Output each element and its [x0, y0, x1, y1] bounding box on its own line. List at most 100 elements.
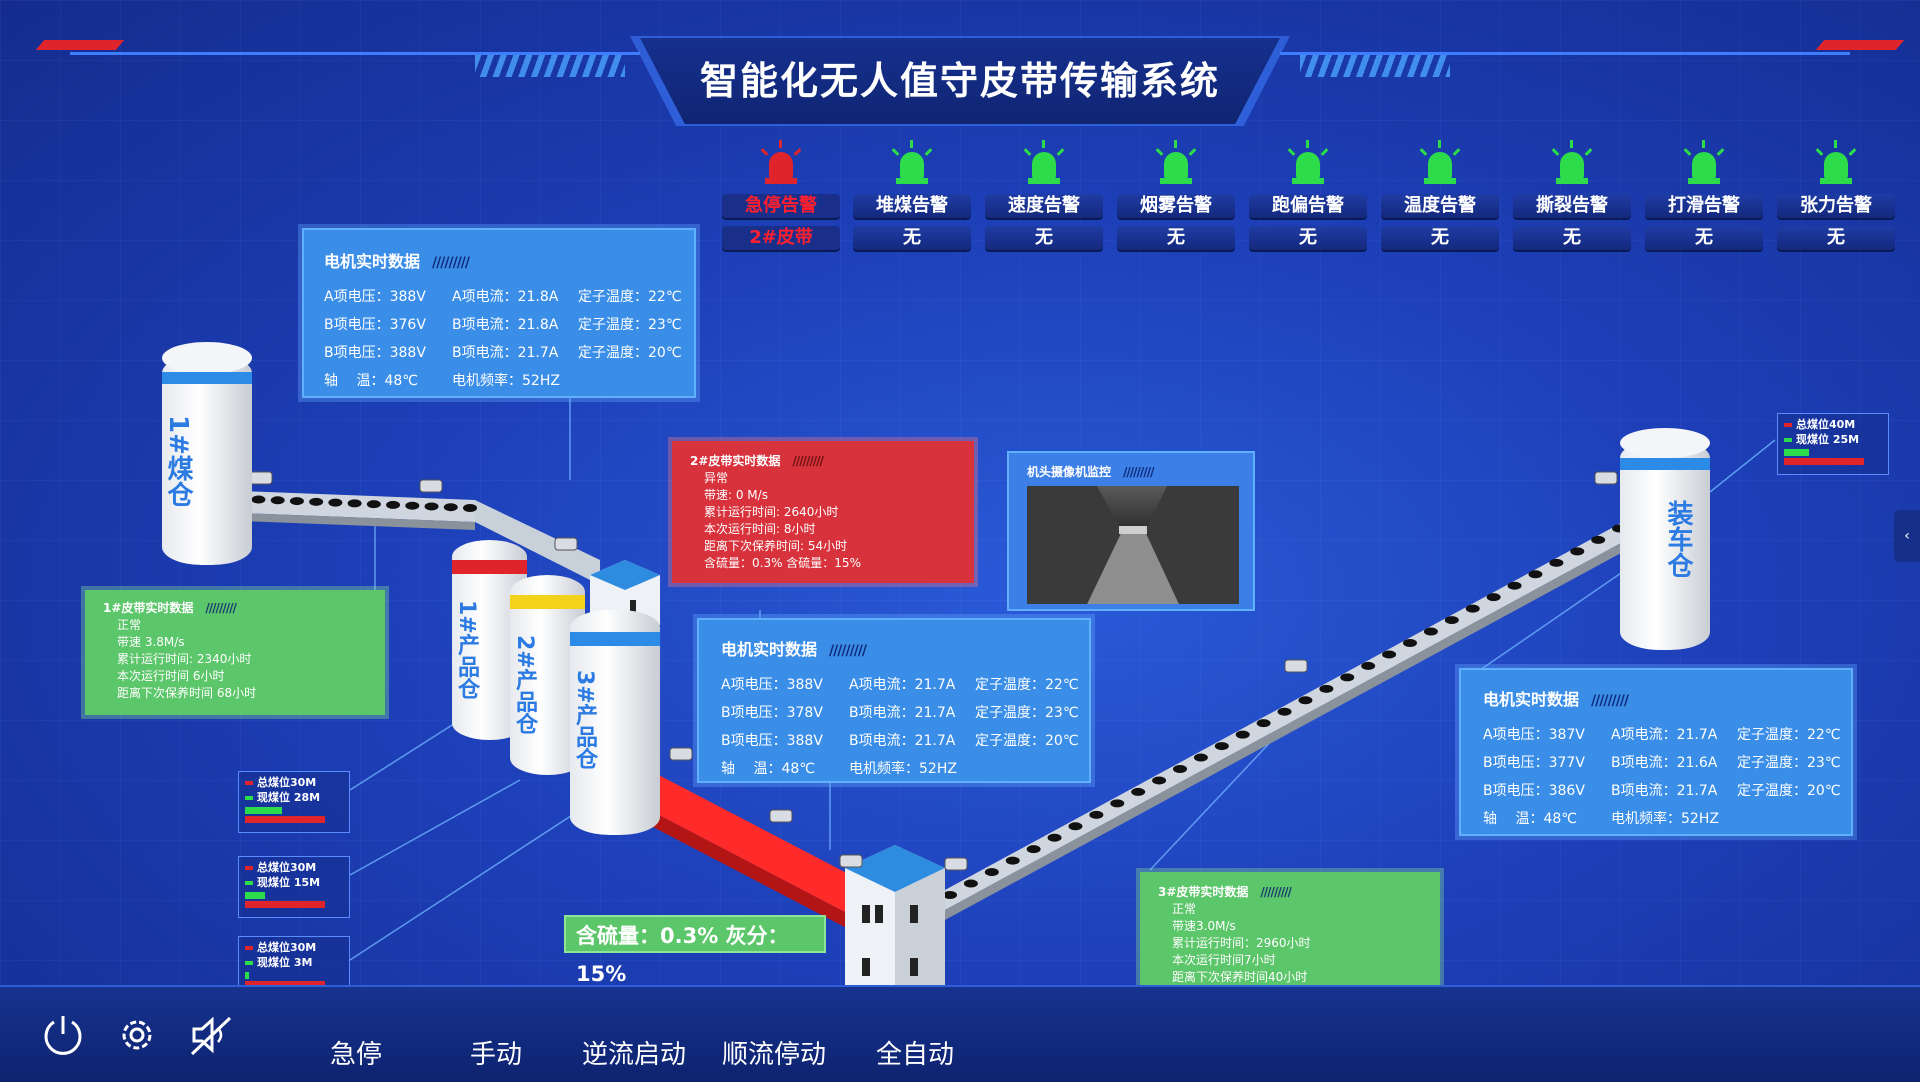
- level-total: 总煤位30M: [257, 941, 317, 954]
- belt-roller: [1444, 616, 1459, 625]
- panel-hash: /////////: [432, 255, 470, 271]
- alarm-5: 温度告警无: [1381, 140, 1499, 250]
- level-current-bar: [245, 807, 282, 814]
- level-current: 现煤位 25M: [1796, 433, 1860, 446]
- belt-roller: [347, 499, 362, 508]
- alarm-4: 跑偏告警无: [1249, 140, 1367, 250]
- belt-roller: [1465, 604, 1480, 613]
- mute-button[interactable]: [186, 1010, 236, 1060]
- motor-data-cell: B项电压：376V: [324, 317, 426, 333]
- motor-data-cell: 定子温度：22℃: [578, 289, 682, 305]
- header-left-line: [70, 52, 640, 55]
- alarm-value: 无: [1777, 226, 1895, 250]
- motor-data-cell: B项电压：377V: [1483, 755, 1585, 771]
- motor-data-cell: [1737, 808, 1847, 828]
- belt-data-line: 距离下次保养时间: 54小时: [704, 539, 848, 553]
- belt-roller: [1089, 810, 1104, 819]
- motor-data-cell: 轴 温：48℃: [721, 761, 815, 777]
- belt-roller: [1173, 765, 1187, 773]
- transfer-station: [845, 845, 945, 1012]
- manual-button[interactable]: 手动: [470, 1040, 523, 1070]
- power-button[interactable]: [38, 1010, 88, 1060]
- belt-roller: [405, 501, 420, 510]
- motor-data-cell: 定子温度：20℃: [1737, 783, 1841, 799]
- reverse-start-button[interactable]: 逆流启动: [582, 1040, 687, 1070]
- belt-roller: [963, 879, 978, 888]
- alarm-beacon-icon: [1814, 140, 1858, 190]
- motor-data-cell: 定子温度：23℃: [578, 317, 682, 333]
- alarm-1: 堆煤告警无: [853, 140, 971, 250]
- belt-roller: [1361, 661, 1376, 670]
- motor-data-cell: [578, 370, 688, 390]
- alarm-beacon-icon: [1022, 140, 1066, 190]
- alarm-label: 跑偏告警: [1249, 194, 1367, 218]
- header-left-stripe: [475, 55, 625, 77]
- belt-roller: [1110, 799, 1125, 808]
- alarm-value: 2#皮带: [722, 226, 840, 250]
- belt-data-line: 含硫量：0.3% 含硫量：15%: [704, 556, 861, 570]
- belt-2: [630, 760, 860, 935]
- belt-roller: [1193, 753, 1208, 762]
- motor-data-cell: 电机频率：52HZ: [849, 761, 957, 777]
- alarm-value: 无: [1645, 226, 1763, 250]
- alarm-label: 速度告警: [985, 194, 1103, 218]
- alarm-2: 速度告警无: [985, 140, 1103, 250]
- motor-data-cell: B项电流：21.7A: [849, 733, 956, 749]
- belt-roller: [1528, 570, 1543, 579]
- header-right-line: [1280, 52, 1850, 55]
- level-current: 现煤位 3M: [257, 956, 313, 969]
- header-right-stripe: [1300, 55, 1450, 77]
- side-collapse-tab[interactable]: ‹: [1894, 510, 1920, 562]
- alarm-6: 撕裂告警无: [1513, 140, 1631, 250]
- speaker-mute-icon: [190, 1016, 232, 1056]
- page-title: 智能化无人值守皮带传输系统: [699, 59, 1220, 103]
- alarm-value: 无: [1513, 226, 1631, 250]
- belt-data-line: 距离下次保养时间40小时: [1172, 970, 1308, 984]
- power-icon: [44, 1016, 82, 1055]
- panel-hash: /////////: [1123, 465, 1154, 479]
- alarm-label: 堆煤告警: [853, 194, 971, 218]
- belt-roller: [1235, 730, 1250, 739]
- alarm-beacon-icon: [890, 140, 934, 190]
- panel-hash: /////////: [792, 454, 823, 468]
- belt-roller: [1026, 845, 1041, 854]
- belt-roller: [366, 500, 381, 509]
- loading-silo-label: 装车仓: [1663, 500, 1693, 578]
- belt-roller: [1507, 581, 1522, 590]
- belt-roller: [1591, 535, 1606, 544]
- emergency-stop-button[interactable]: 急停: [330, 1040, 383, 1070]
- alarm-value: 无: [1381, 226, 1499, 250]
- full-auto-button[interactable]: 全自动: [876, 1040, 955, 1070]
- belt-data-line: 距离下次保养时间 68小时: [117, 686, 257, 700]
- gear-icon: [122, 1020, 152, 1050]
- panel-title: 电机实时数据: [721, 640, 818, 659]
- belt-roller: [463, 504, 477, 512]
- settings-button[interactable]: [112, 1010, 162, 1060]
- belt-roller: [424, 502, 439, 511]
- motor-data-cell: A项电压：388V: [324, 289, 426, 305]
- belt-roller: [1423, 627, 1438, 636]
- belt-roller: [1298, 696, 1313, 705]
- alarm-beacon-icon: [1418, 140, 1462, 190]
- level-current-bar: [1784, 449, 1809, 456]
- belt-roller: [1256, 719, 1271, 728]
- motor-data-cell: A项电流：21.7A: [1611, 727, 1718, 743]
- panel-hash: /////////: [829, 643, 867, 659]
- forward-stop-button[interactable]: 顺流停动: [722, 1040, 827, 1070]
- alarm-value: 无: [1249, 226, 1367, 250]
- camera-feed[interactable]: [1027, 486, 1239, 604]
- alarm-label: 急停告警: [722, 194, 840, 218]
- alarm-0: 急停告警 2#皮带: [722, 140, 840, 250]
- level-current: 现煤位 28M: [257, 791, 321, 804]
- belt-data-line: 异常: [704, 471, 729, 485]
- belt-roller: [1403, 639, 1417, 647]
- belt-data-line: 带速: 0 M/s: [704, 488, 768, 502]
- alarm-label: 撕裂告警: [1513, 194, 1631, 218]
- alarm-value: 无: [985, 226, 1103, 250]
